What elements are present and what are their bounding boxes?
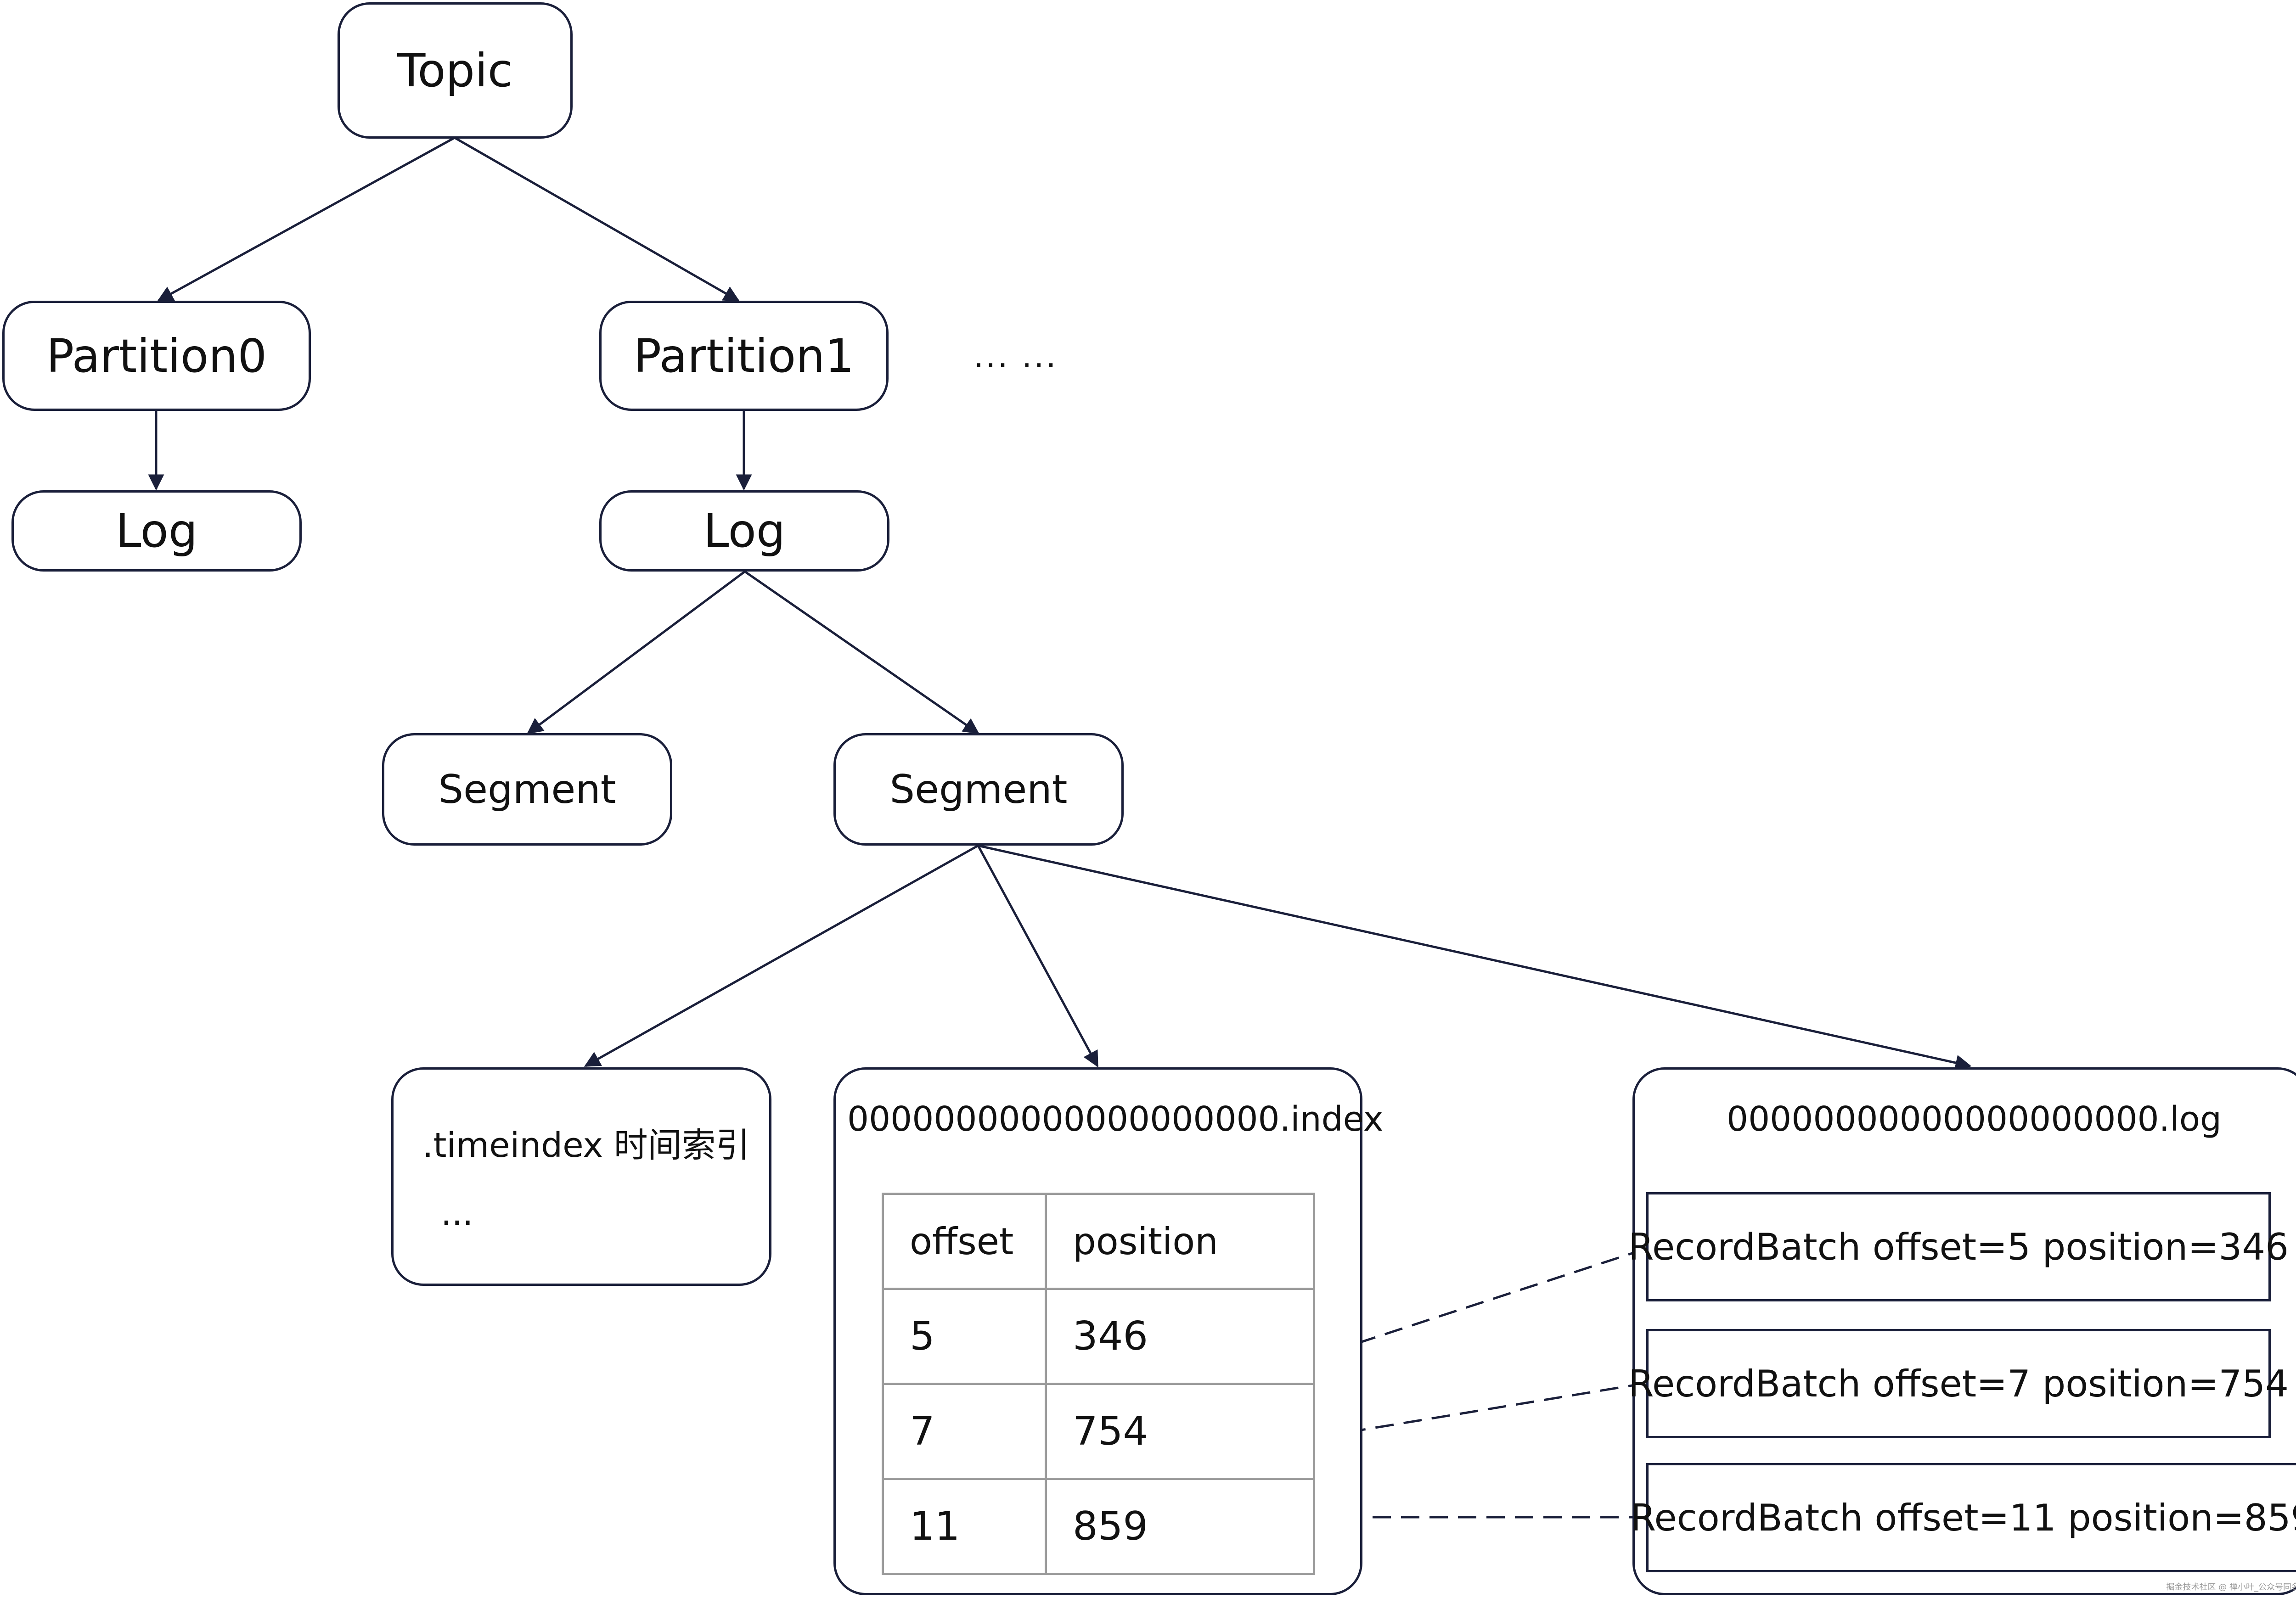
record-batch-offset-11: RecordBatch offset=11 position=859 [1631, 1463, 2296, 1572]
record-batch-offset-7: RecordBatch offset=7 position=754 [1628, 1329, 2289, 1438]
offset-index-table: offset position 5 346 7 754 11 859 [882, 1193, 1315, 1575]
record-batch-offset-5: RecordBatch offset=5 position=346 [1628, 1192, 2289, 1301]
offset-cell: 5 [882, 1288, 1047, 1385]
position-cell: 754 [1045, 1383, 1315, 1480]
edge-segment-timeindex [584, 844, 979, 1067]
position-cell: 859 [1045, 1478, 1315, 1575]
edge-segment-log [978, 844, 1972, 1071]
segment-node-a: Segment [382, 733, 672, 846]
log-node-partition1: Log [599, 490, 889, 572]
partition0-node: Partition0 [2, 301, 311, 411]
edge-topic-partition1 [454, 136, 740, 302]
edge-log-segment-b [744, 570, 979, 735]
offset-cell: 11 [882, 1478, 1047, 1575]
topic-node: Topic [338, 2, 573, 139]
offset-column-header: offset [882, 1193, 1047, 1290]
edge-log-segment-a [527, 570, 746, 735]
more-partitions-ellipsis: ... ... [974, 337, 1058, 375]
edge-topic-partition0 [157, 136, 456, 302]
offset-cell: 7 [882, 1383, 1047, 1480]
position-cell: 346 [1045, 1288, 1315, 1385]
table-row: 11 859 [882, 1478, 1315, 1575]
position-column-header: position [1045, 1193, 1315, 1290]
table-row: 5 346 [882, 1288, 1315, 1385]
table-header-row: offset position [882, 1193, 1315, 1290]
partition1-node: Partition1 [599, 301, 889, 411]
log-node-partition0: Log [11, 490, 302, 572]
link-offset-5 [1330, 1247, 1647, 1353]
timeindex-file-ellipsis: ... [441, 1194, 473, 1233]
timeindex-file-card [391, 1067, 771, 1286]
watermark: 掘金技术社区 @ 禅小叶_公众号同名 [2166, 1582, 2296, 1592]
edge-segment-index [977, 845, 1099, 1068]
timeindex-file-title: .timeindex 时间索引 [422, 1126, 750, 1165]
link-offset-7 [1319, 1382, 1647, 1438]
index-file-title: 00000000000000000000.index [847, 1099, 1384, 1139]
table-row: 7 754 [882, 1383, 1315, 1480]
segment-node-b: Segment [833, 733, 1124, 846]
log-file-title: 00000000000000000000.log [1727, 1099, 2222, 1139]
